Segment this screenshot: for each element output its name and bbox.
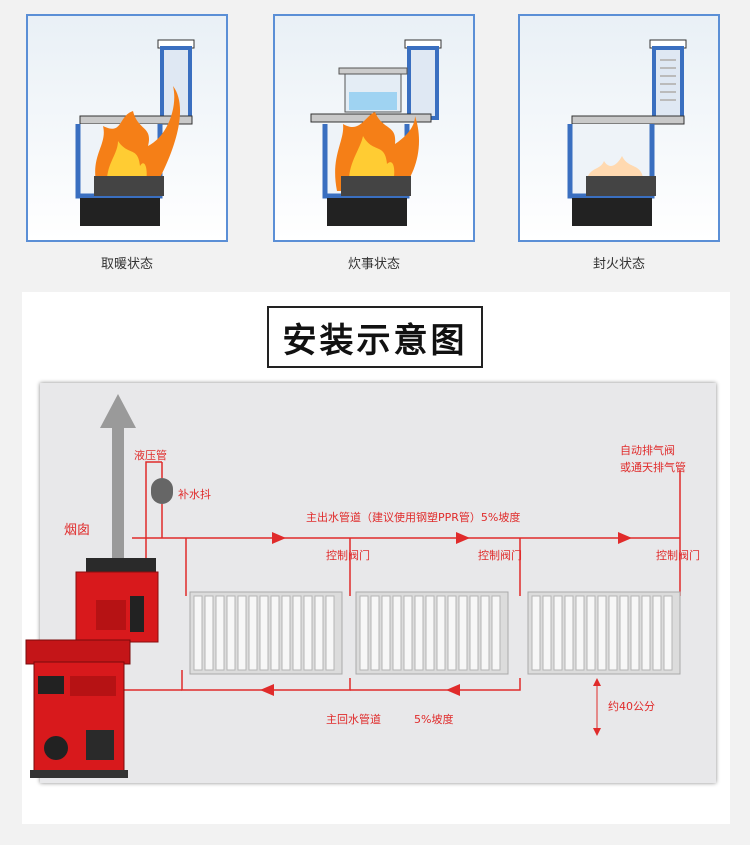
slope-label: 5%坡度 xyxy=(414,713,454,726)
refill-bucket-label: 补水抖 xyxy=(178,488,211,501)
panel-cooking xyxy=(273,14,475,242)
page-title: 安装示意图 xyxy=(282,320,468,361)
control-valve-label-2: 控制阀门 xyxy=(478,549,522,562)
stove-banked-illustration xyxy=(567,39,687,226)
auto-vent-label-line1: 自动排气阀 xyxy=(620,444,675,457)
stove-cooking-illustration xyxy=(310,39,442,226)
radiator-1 xyxy=(189,591,343,675)
panel-heating xyxy=(26,14,228,242)
title-box: 安装示意图 xyxy=(267,306,483,368)
auto-vent-label-line2: 或通天排气管 xyxy=(620,461,686,474)
caption-heating: 取暖状态 xyxy=(100,257,153,272)
expansion-bucket xyxy=(151,478,173,504)
control-valve-label-1: 控制阀门 xyxy=(326,549,370,562)
chimney-label: 烟囱 xyxy=(64,523,91,538)
panel-banked xyxy=(518,14,720,242)
chimney-arrow xyxy=(100,394,136,558)
height-label: 约40公分 xyxy=(608,700,655,713)
caption-banked: 封火状态 xyxy=(592,257,645,272)
main-outlet-label: 主出水管道（建议使用钢塑PPR管）5%坡度 xyxy=(306,511,521,524)
stove-heating-illustration xyxy=(75,39,195,226)
radiator-2 xyxy=(355,591,509,675)
radiator-3 xyxy=(527,591,681,675)
hydraulic-pipe-label: 液压管 xyxy=(134,449,167,462)
control-valve-label-3: 控制阀门 xyxy=(656,549,700,562)
main-return-label: 主回水管道 xyxy=(326,713,381,726)
caption-cooking: 炊事状态 xyxy=(347,257,400,272)
stove-product-image xyxy=(25,558,159,778)
